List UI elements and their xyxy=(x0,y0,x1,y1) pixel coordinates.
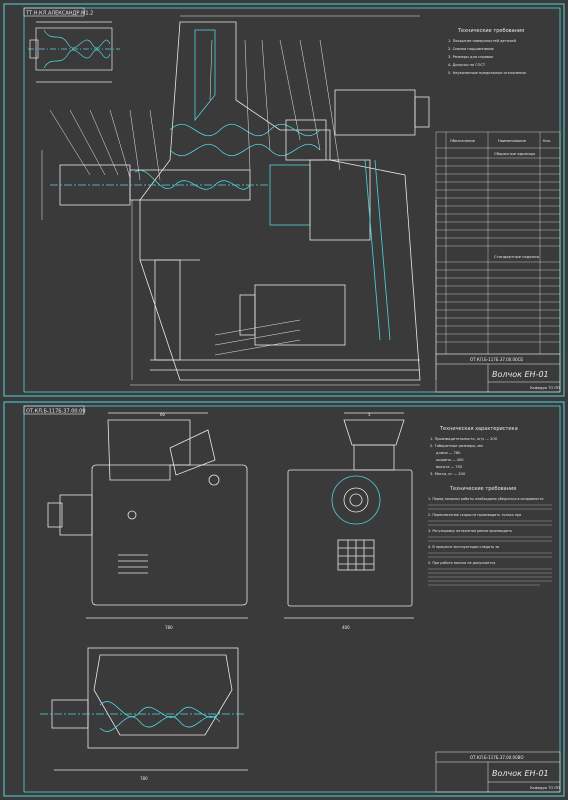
sheet-1-note-5: 5. Неуказанные предельные отклонения xyxy=(448,71,526,75)
sheet-1: ТТ.Н.КЛ.АЛЕКСАНДР.М1.2 xyxy=(3,3,565,397)
sheet-2-notes: Техническая характеристика 1. Производит… xyxy=(428,426,552,586)
side-dim-top: 5 xyxy=(368,412,371,417)
req-line-4: 4. В процессе эксплуатации следить за xyxy=(428,545,499,549)
spec-header-designation: Обозначение xyxy=(450,139,476,143)
sheet-1-title-dept: Кафедра ТО ПП xyxy=(530,386,560,390)
spec-section-standard: Стандартные изделия xyxy=(494,254,539,259)
sheet-1-note-1: 1. Покрытие поверхностей деталей xyxy=(448,39,517,43)
front-dim-top: 60 xyxy=(160,412,166,417)
sheet-2: ОТ.КЛ.Б-117Б.37.00.00 60 780 xyxy=(3,401,565,797)
req-title: Технические требования xyxy=(449,486,516,492)
req-line-3: 3. Регулировку натяжения ремня производи… xyxy=(428,529,512,533)
sheet-1-border xyxy=(3,3,565,397)
req-line-5: 5. При работе волчка не допускается xyxy=(428,561,495,565)
leader-lines xyxy=(49,39,341,356)
req-line-1: 1. Перед началом работы необходимо убеди… xyxy=(428,497,543,501)
sheet-1-note-3: 3. Размеры для справок xyxy=(448,55,494,59)
sheet-1-notes-title: Технические требования xyxy=(457,28,524,34)
tech-char-1: 1. Производительность, кг/ч — 200 xyxy=(430,437,498,441)
front-dim-width: 780 xyxy=(165,625,173,630)
side-view xyxy=(284,412,414,619)
tech-char-4: ширина — 400 xyxy=(436,458,464,462)
top-view xyxy=(40,647,248,771)
auger-detail-view xyxy=(28,21,120,83)
tech-char-3: длина — 780 xyxy=(436,451,461,455)
spec-table xyxy=(435,131,561,355)
sheet-1-stamp: ТТ.Н.КЛ.АЛЕКСАНДР.М1.2 xyxy=(25,11,93,17)
sheet-1-stamp-box xyxy=(23,7,85,17)
sheet-1-note-2: 2. Смазка подшипников xyxy=(448,47,494,51)
top-dim-width: 780 xyxy=(140,776,148,781)
sheet-1-note-4: 4. Допуски по ГОСТ xyxy=(448,63,486,67)
tech-char-title: Техническая характеристика xyxy=(439,426,518,432)
sheet-2-title-block xyxy=(435,751,561,793)
sheet-2-title-dept: Кафедра ТО ПП xyxy=(530,786,560,790)
sheet-2-title-name: Волчок ЕН-01 xyxy=(492,769,549,778)
sheet-2-title-code: ОТ.КЛ.Б-117Б.37.00.00ВО xyxy=(470,755,524,760)
side-dim-depth: 400 xyxy=(342,625,350,630)
spec-header-qty: Кол. xyxy=(543,139,551,143)
sheet-1-title-name: Волчок ЕН-01 xyxy=(492,370,549,379)
sheet-1-title-block xyxy=(435,353,561,393)
tech-char-5: высота — 750 xyxy=(436,465,463,469)
main-assembly xyxy=(50,21,430,381)
front-view xyxy=(47,412,248,619)
tech-char-2: 2. Габаритные размеры, мм xyxy=(430,444,483,448)
tech-char-6: 3. Масса, кг — 200 xyxy=(430,472,466,476)
sheet-2-border xyxy=(3,401,565,797)
spec-header-name: Наименование xyxy=(498,139,527,143)
sheet-2-stamp-box xyxy=(23,405,85,415)
req-text-lines xyxy=(428,504,552,586)
spec-section-assemblies: Сборочные единицы xyxy=(494,151,535,156)
sheet-2-stamp: ОТ.КЛ.Б-117Б.37.00.00 xyxy=(26,409,86,415)
sheet-1-notes: Технические требования 1. Покрытие повер… xyxy=(448,28,526,75)
req-line-2: 2. Переключение скорости производить тол… xyxy=(428,513,521,517)
sheet-2-frame xyxy=(23,405,561,793)
sheet-1-title-code: ОТ.КЛ.Б-117Б.37.00.00СБ xyxy=(470,357,523,362)
